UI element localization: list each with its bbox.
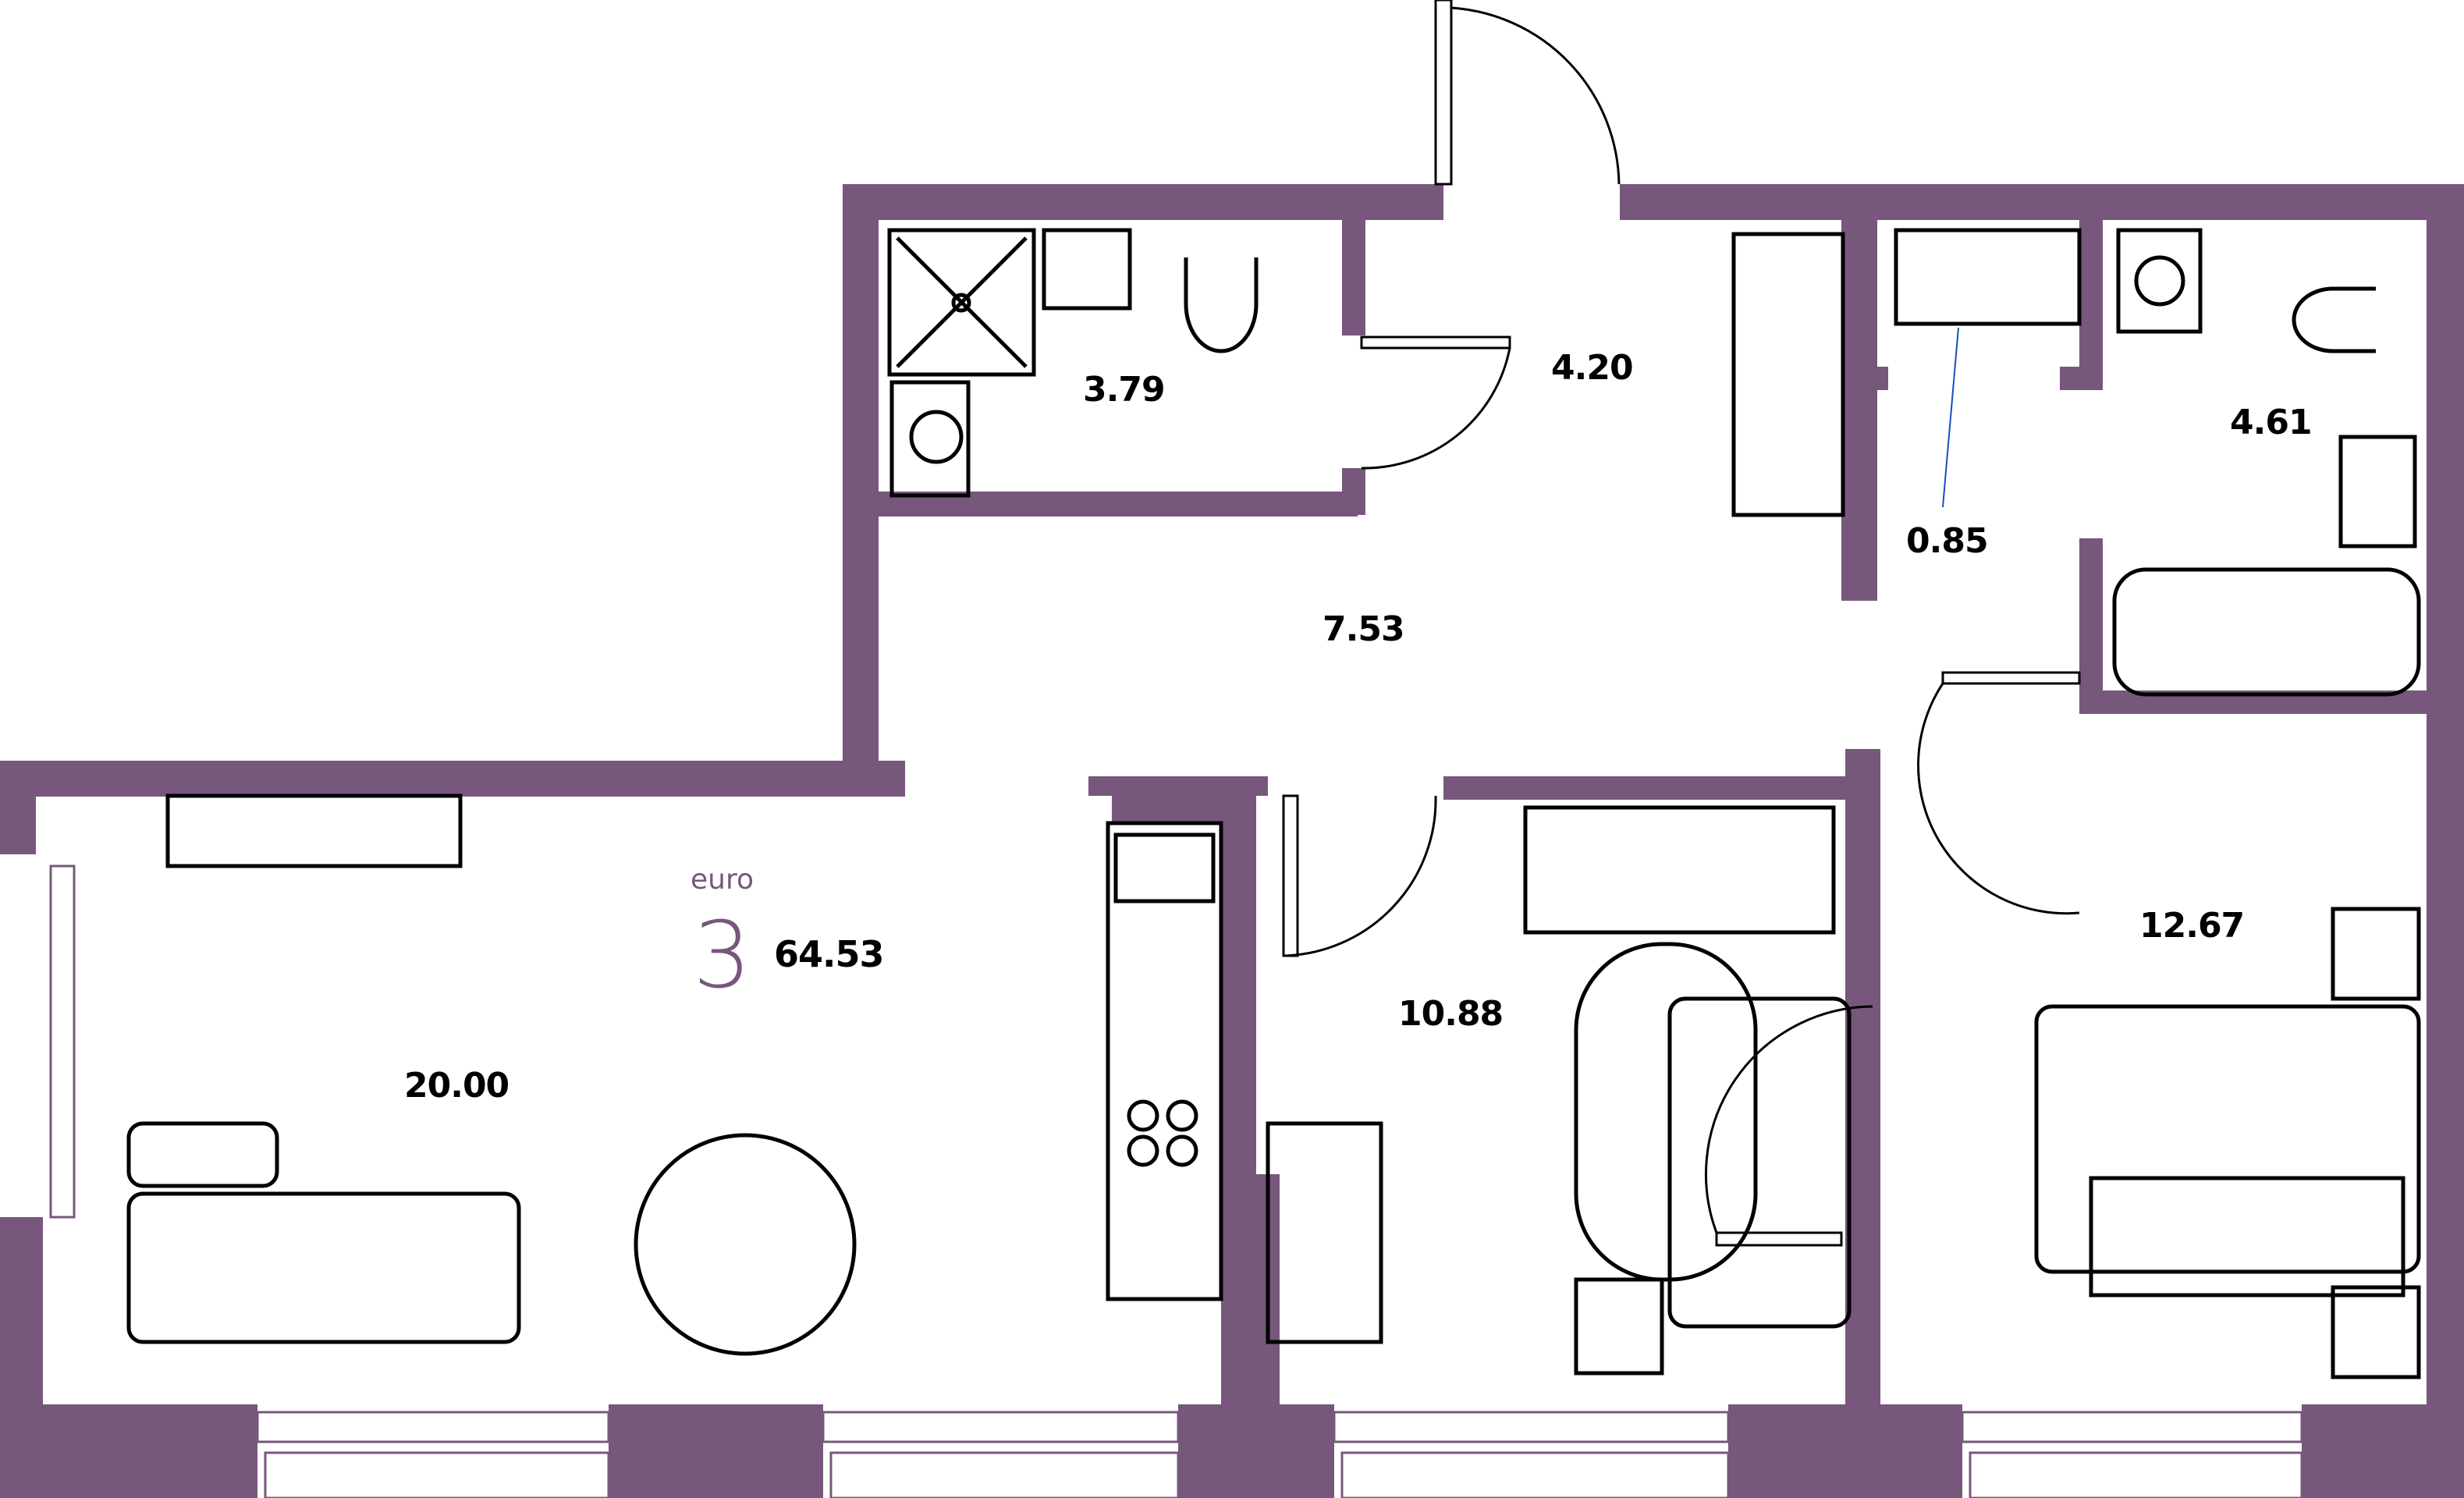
wardrobe-icon [1523,805,1836,935]
armchair-rug-icon [1574,942,1758,1282]
furniture [126,228,2421,1379]
room-area-bathroom-2: 4.61 [2230,403,2313,442]
kitchen-sink-icon [1113,832,1216,903]
sink-icon [2338,435,2417,548]
bathtub-icon [2112,567,2421,697]
room-area-bathroom-1: 3.79 [1083,370,1166,410]
wardrobe-icon [2089,1176,2405,1297]
sofa-icon [126,1121,279,1188]
room-area-corridor: 7.53 [1323,609,1405,649]
room-area-bedroom-2: 12.67 [2139,906,2245,946]
walls [0,184,2464,1498]
total-area: 64.53 [774,933,885,975]
washing-machine-icon [2116,228,2203,334]
nightstand-icon [2331,1285,2421,1379]
wardrobe-icon [1731,232,1845,517]
windows [49,864,2303,1498]
wardrobe-icon [1894,228,2082,326]
series-label: euro [691,864,754,896]
kitchen-counter-icon [1106,821,1223,1301]
dining-table-icon [634,1133,857,1356]
desk-icon [1266,1121,1383,1344]
sofa-bed-icon [1667,996,1852,1329]
washing-machine-icon [889,380,971,498]
closet-leader-line [1942,327,1959,508]
room-area-living-room: 20.00 [404,1066,509,1106]
nightstand-icon [1574,1277,1664,1376]
shower-tray-icon [887,228,1036,377]
sink-icon [1042,228,1132,311]
room-area-entrance-hall: 4.20 [1551,348,1634,388]
double-bed-icon [2034,1004,2421,1274]
room-count: 3 [693,901,752,1009]
doors [1282,0,2081,1247]
tv-unit-icon [165,793,463,868]
room-area-bedroom-1: 10.88 [1398,994,1504,1034]
room-area-closet: 0.85 [1906,521,1989,561]
nightstand-icon [2331,907,2421,1001]
toilet-icon [2292,286,2376,353]
toilet-icon [1184,257,1259,353]
